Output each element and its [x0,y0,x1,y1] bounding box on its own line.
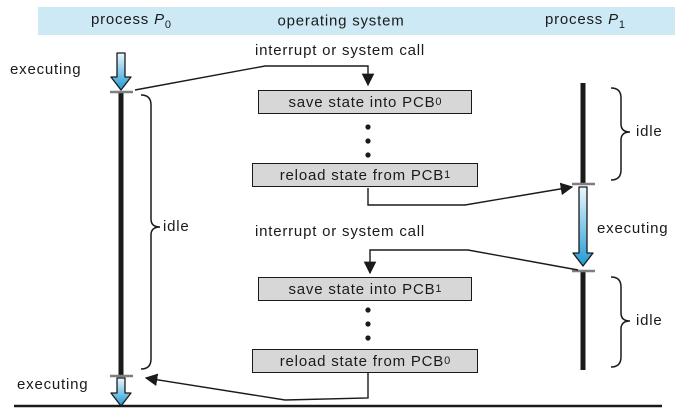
label-idle-p1-top: idle [636,123,663,140]
interrupt-label-middle: interrupt or system call [254,223,426,240]
arrow-reload-pcb0-to-p0 [144,373,369,401]
arrow-p1-interrupt-to-save-pcb1 [363,249,579,275]
brace-p0-idle [140,94,161,370]
arrow-p0-interrupt-to-save-pcb0 [134,65,375,91]
ellipsis-dot [365,124,371,130]
label-idle-p1-bottom: idle [636,312,663,329]
arrow-reload-pcb1-to-p1 [367,182,574,206]
label-executing-p1: executing [597,220,669,237]
header-process-p1-sub: 1 [618,19,626,31]
label-idle-p0: idle [163,218,190,235]
brace-p1-idle-bottom [610,276,631,368]
box-reload-state-pcb0-sub: 0 [444,355,451,367]
ellipsis-dot [365,307,371,313]
exec-arrow-p0-bottom [110,377,132,407]
box-reload-state-pcb0-text: reload state from PCB [279,352,445,370]
ellipsis-dots-upper [365,124,371,158]
ellipsis-dot [365,152,371,158]
label-executing-p0-bottom: executing [17,376,89,393]
brace-p1-idle-top [610,87,631,181]
ellipsis-dot [365,335,371,341]
header-process-p0-text: process [90,11,150,28]
box-reload-state-pcb1-sub: 1 [444,169,451,181]
header-process-p1-text: process [544,11,604,28]
ellipsis-dot [365,321,371,327]
ellipsis-dots-lower [365,307,371,341]
interrupt-label-top: interrupt or system call [254,42,426,59]
header-process-p0-sub: 0 [164,19,172,31]
box-reload-state-pcb1-text: reload state from PCB [279,166,445,184]
box-save-state-pcb0-text: save state into PCB [288,93,436,111]
header-process-p0-var: P [154,11,165,28]
box-save-state-pcb0-sub: 0 [435,96,442,108]
box-save-state-pcb1-text: save state into PCB [288,280,436,298]
header-process-p1-var: P [608,11,619,28]
box-save-state-pcb1-sub: 1 [435,283,442,295]
label-executing-p0-top: executing [10,61,82,78]
exec-arrow-p1 [572,186,594,267]
header-operating-system: operating system [277,12,405,30]
ellipsis-dot [365,138,371,144]
exec-arrow-p0-top [110,52,132,91]
